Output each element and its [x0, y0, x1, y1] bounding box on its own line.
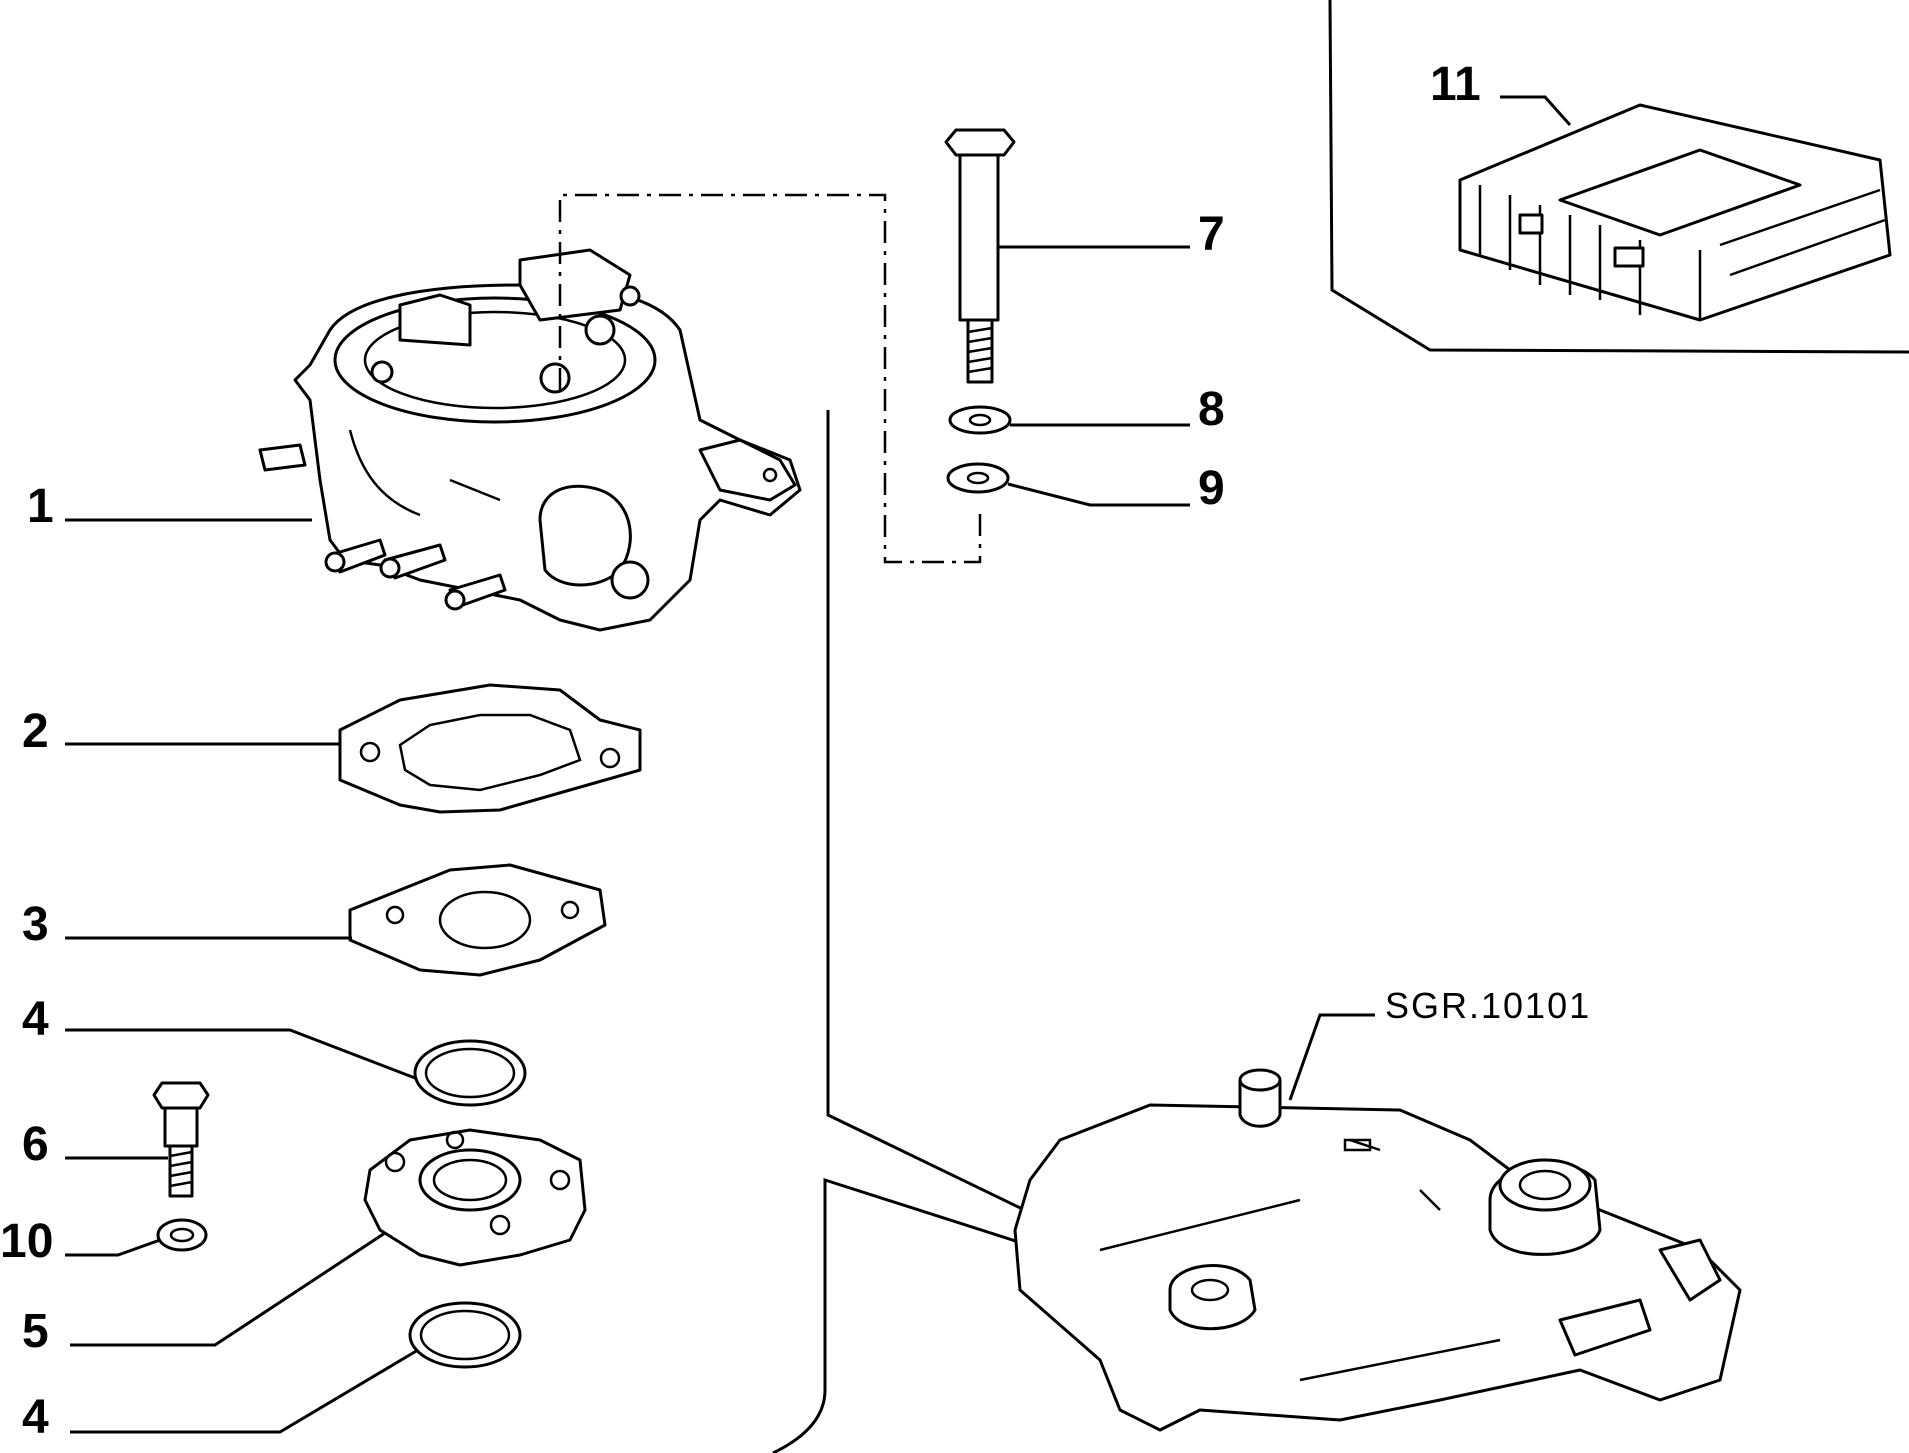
- callout-6: 6: [22, 1118, 49, 1171]
- callout-1: 1: [27, 480, 54, 533]
- part-11-control-unit: [1458, 103, 1892, 322]
- callout-8: 8: [1198, 383, 1225, 436]
- leader-4b: [70, 1348, 419, 1434]
- part-8-spring-washer: [948, 405, 1012, 435]
- callout-7: 7: [1198, 208, 1225, 261]
- part-4-o-ring-lower: [408, 1301, 522, 1369]
- callout-5: 5: [22, 1305, 49, 1358]
- leader-9: [1007, 482, 1190, 507]
- callout-11: 11: [1430, 58, 1481, 111]
- leader-5: [70, 1231, 386, 1347]
- callout-4-upper: 4: [22, 993, 49, 1046]
- leader-ref: [1288, 1013, 1375, 1101]
- callout-9: 9: [1198, 462, 1225, 515]
- part-10-washer: [156, 1218, 208, 1252]
- part-2-gasket: [338, 683, 642, 814]
- assembly-line-stud: [558, 193, 982, 564]
- leader-4a: [65, 1028, 416, 1080]
- callout-10: 10: [0, 1215, 53, 1268]
- inset-frame: [1328, 0, 1909, 354]
- intake-manifold: [1013, 1068, 1742, 1432]
- part-9-flat-washer: [946, 462, 1010, 494]
- callout-2: 2: [22, 705, 49, 758]
- leader-to-manifold-lower: [772, 1177, 1201, 1453]
- part-7-stud: [944, 128, 1016, 384]
- leader-11: [1500, 95, 1572, 126]
- reference-code: SGR.10101: [1385, 985, 1591, 1026]
- leader-10: [65, 1238, 161, 1257]
- part-3-spacer: [348, 863, 607, 977]
- part-5-flange: [363, 1128, 587, 1267]
- callout-4-lower: 4: [22, 1391, 49, 1444]
- part-1-throttle-body: [258, 248, 802, 632]
- callout-3: 3: [22, 898, 49, 951]
- part-6-bolt: [152, 1081, 210, 1198]
- part-4-o-ring-upper: [413, 1039, 527, 1107]
